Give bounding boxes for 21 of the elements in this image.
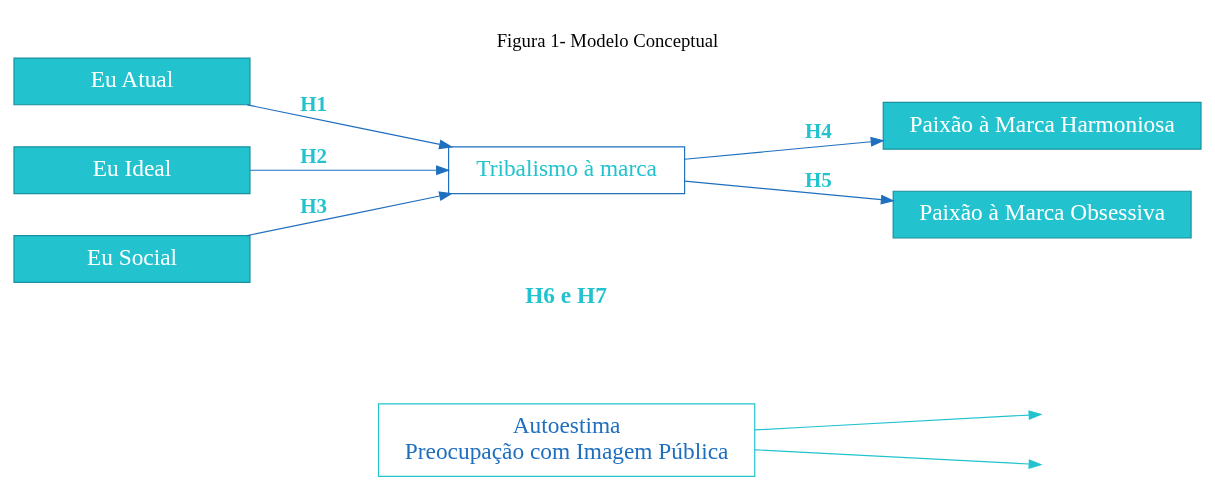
label: H6 e H7 bbox=[525, 282, 607, 309]
arrow bbox=[249, 165, 451, 176]
edge-label: H3 bbox=[300, 193, 328, 218]
edge-label: H1 bbox=[300, 92, 328, 117]
node-box: Paixão à Marca Obsessiva bbox=[892, 190, 1192, 239]
arrow bbox=[246, 104, 454, 150]
arrow bbox=[754, 410, 1043, 431]
edge-label: H4 bbox=[804, 118, 832, 143]
arrow bbox=[246, 191, 454, 237]
arrow bbox=[684, 180, 895, 205]
node-box: Eu Ideal bbox=[13, 146, 251, 195]
arrow bbox=[684, 136, 885, 160]
node-box: Paixão à Marca Harmoniosa bbox=[882, 101, 1202, 150]
node-box: Autoestima Preocupação com Imagem Pública bbox=[377, 403, 756, 477]
edge-label: H5 bbox=[804, 168, 832, 193]
node-box: Tribalismo à marca bbox=[448, 146, 686, 195]
diagram-title: Figura 1- Modelo Conceptual bbox=[496, 30, 719, 52]
arrow bbox=[754, 449, 1043, 469]
edge-label: H2 bbox=[300, 143, 328, 168]
node-box: Eu Social bbox=[13, 235, 251, 283]
node-box: Eu Atual bbox=[13, 57, 251, 106]
